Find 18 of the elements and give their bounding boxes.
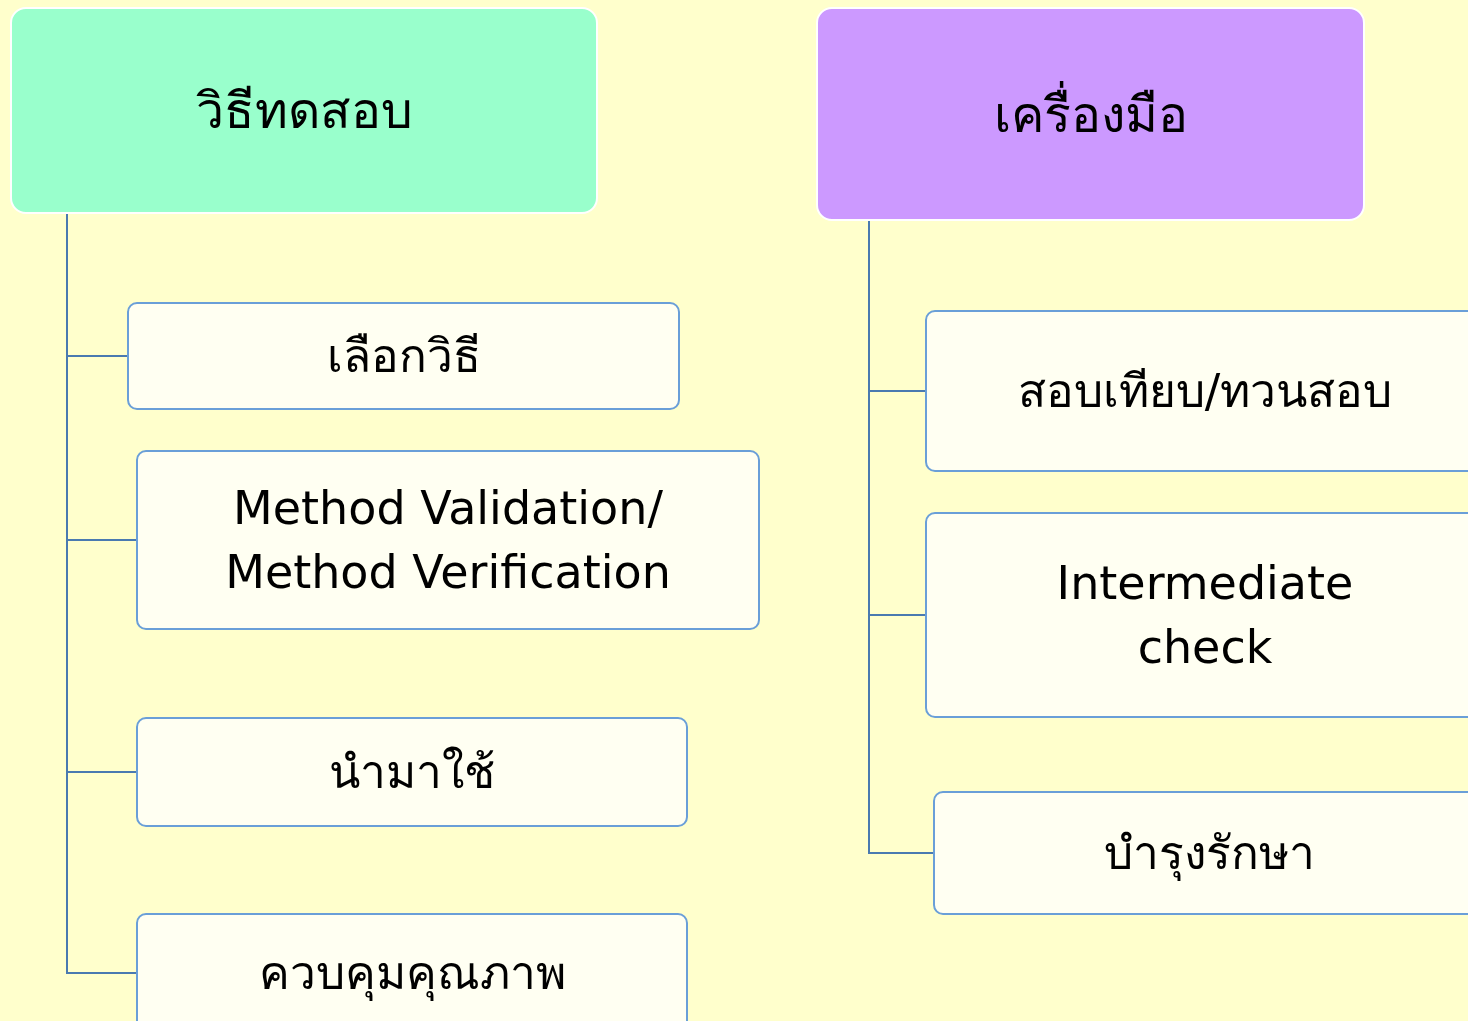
item-text: นำมาใช้ — [329, 743, 495, 801]
item-box — [136, 450, 760, 630]
item-text: สอบเทียบ/ทวนสอบ — [1017, 362, 1393, 420]
heading-box — [10, 7, 598, 214]
heading-text: วิธีทดสอบ — [195, 81, 413, 142]
item-box — [925, 310, 1468, 472]
item-box — [933, 791, 1468, 915]
item-box — [127, 302, 680, 410]
item-text: เลือกวิธี — [326, 327, 481, 385]
item-box — [925, 512, 1468, 718]
item-text: ควบคุมคุณภาพ — [258, 944, 566, 1003]
item-text: Intermediate check — [1055, 554, 1355, 676]
heading-box — [816, 7, 1365, 221]
item-text: บำรุงรักษา — [1103, 824, 1315, 883]
item-box — [136, 717, 688, 827]
item-box — [136, 913, 688, 1021]
item-text: Method Validation/ Method Verification — [224, 479, 672, 601]
heading-text: เครื่องมือ — [993, 74, 1188, 154]
